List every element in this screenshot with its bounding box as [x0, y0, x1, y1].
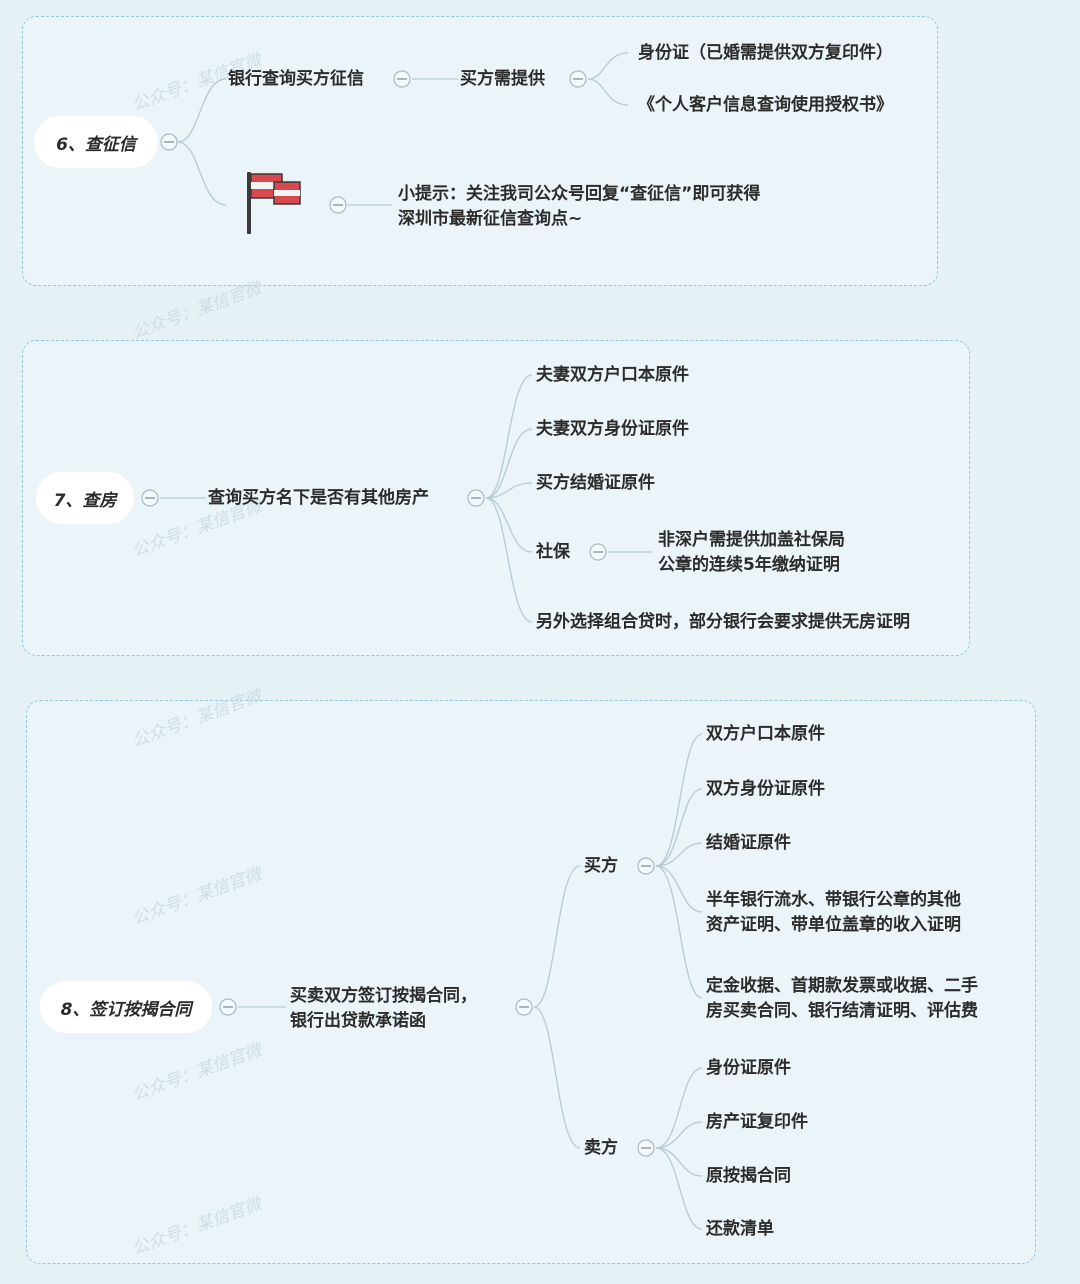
section-6-panel [22, 16, 938, 286]
buyer-item-marriage: 结婚证原件 [706, 833, 791, 853]
leaf-id-card: 身份证（已婚需提供双方复印件） [638, 43, 893, 63]
buyer-item-hukou: 双方户口本原件 [706, 724, 825, 744]
section-7-panel [22, 340, 970, 656]
node-seller: 卖方 [584, 1138, 618, 1158]
buyer-item-receipts-line2: 房买卖合同、银行结清证明、评估费 [706, 1001, 978, 1021]
tip-text-line2: 深圳市最新征信查询点~ [398, 209, 583, 229]
node-query-property: 查询买方名下是否有其他房产 [208, 488, 429, 508]
leaf-hukou: 夫妻双方户口本原件 [536, 365, 689, 385]
leaf-authorization-letter: 《个人客户信息查询使用授权书》 [638, 95, 893, 115]
social-security-note-line1: 非深户需提供加盖社保局 [658, 530, 845, 550]
node-bank-credit-check: 银行查询买方征信 [228, 69, 364, 89]
node-buyer: 买方 [584, 856, 618, 876]
seller-item-deed-copy: 房产证复印件 [706, 1112, 808, 1132]
node-sign-mortgage-line2: 银行出贷款承诺函 [290, 1011, 426, 1031]
node-sign-mortgage-line1: 买卖双方签订按揭合同， [290, 986, 477, 1006]
root-node-7: 7、查房 [36, 472, 134, 524]
leaf-marriage-cert: 买方结婚证原件 [536, 473, 655, 493]
leaf-no-property-proof: 另外选择组合贷时，部分银行会要求提供无房证明 [536, 612, 910, 632]
node-buyer-provides: 买方需提供 [460, 69, 545, 89]
seller-item-id: 身份证原件 [706, 1058, 791, 1078]
leaf-social-security: 社保 [536, 542, 570, 562]
social-security-note-line2: 公章的连续5年缴纳证明 [658, 555, 840, 575]
buyer-item-bank-statement-line1: 半年银行流水、带银行公章的其他 [706, 890, 961, 910]
seller-item-repayment-list: 还款清单 [706, 1219, 774, 1239]
buyer-item-receipts-line1: 定金收据、首期款发票或收据、二手 [706, 976, 978, 996]
buyer-item-id: 双方身份证原件 [706, 779, 825, 799]
flag-icon [247, 172, 301, 234]
seller-item-original-mortgage: 原按揭合同 [706, 1166, 791, 1186]
root-node-6: 6、查征信 [34, 116, 158, 168]
buyer-item-bank-statement-line2: 资产证明、带单位盖章的收入证明 [706, 915, 961, 935]
tip-text-line1: 小提示：关注我司公众号回复“查征信”即可获得 [398, 184, 761, 204]
root-node-8: 8、签订按揭合同 [40, 981, 212, 1033]
leaf-couple-id: 夫妻双方身份证原件 [536, 419, 689, 439]
